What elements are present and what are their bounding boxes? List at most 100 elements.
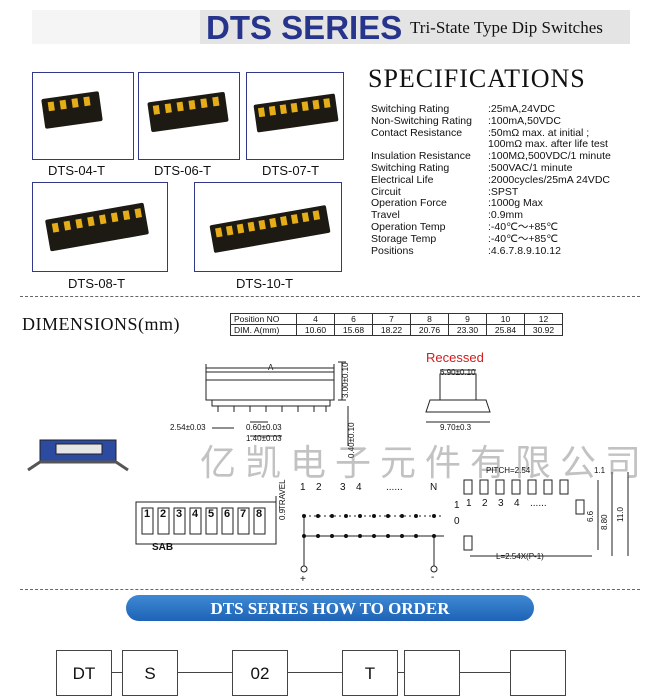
pitch-label: PITCH=2.54 xyxy=(486,466,531,475)
switch-number: 6 xyxy=(224,508,231,520)
table-row: Position NO 4 6 7 8 9 10 12 xyxy=(230,313,563,325)
recessed-label: Recessed xyxy=(426,350,484,365)
dimension-table: Position NO 4 6 7 8 9 10 12 DIM. A(mm) 1… xyxy=(230,313,563,336)
product-label-dts-04: DTS-04-T xyxy=(48,163,106,178)
dimension-drawing xyxy=(27,361,629,573)
spec-value: :100mA,50VDC xyxy=(488,114,561,127)
circuit-minus: - xyxy=(431,572,435,583)
spec-value: :2000cycles/25mA 24VDC xyxy=(488,173,610,186)
table-cell: 4 xyxy=(296,313,335,325)
pad-number: 4 xyxy=(514,498,520,509)
table-cell: 7 xyxy=(372,313,411,325)
spec-key: Travel xyxy=(371,209,400,222)
spec-value: :25mA,24VDC xyxy=(488,103,556,115)
header-left-band xyxy=(32,10,200,44)
table-cell: 23.30 xyxy=(448,324,487,336)
dim-lead-width-2: 1.40±0.03 xyxy=(246,434,282,443)
dim-recessed-top: 6.90±0.10 xyxy=(440,368,476,377)
order-connector xyxy=(288,672,342,673)
spec-value: :1000g Max xyxy=(488,197,543,210)
switch-number: 7 xyxy=(240,508,247,520)
pad-number: 1 xyxy=(466,498,472,509)
circuit-zero: 0 xyxy=(454,516,460,527)
how-to-order-title: DTS SERIES HOW TO ORDER xyxy=(210,599,450,618)
spec-value: :100MΩ,500VDC/1 minute xyxy=(488,150,611,163)
spec-key: Insulation Resistance xyxy=(371,150,471,163)
header-band xyxy=(200,10,630,44)
table-cell: 6 xyxy=(334,313,373,325)
series-subtitle: Tri-State Type Dip Switches xyxy=(410,18,603,37)
spec-value: :SPST xyxy=(488,185,519,198)
side-view-leads xyxy=(217,406,327,412)
circuit-number: 1 xyxy=(300,482,306,493)
spec-value: 100mΩ max. after life test xyxy=(488,138,608,151)
switch-number: 3 xyxy=(176,508,183,520)
spec-key: Non-Switching Rating xyxy=(371,114,472,127)
table-header-dim: DIM. A(mm) xyxy=(230,324,297,336)
switch-body xyxy=(44,202,150,252)
spec-key: Positions xyxy=(371,244,414,257)
switch-body xyxy=(147,91,229,133)
product-label-dts-06: DTS-06-T xyxy=(154,163,212,178)
circuit-diagram xyxy=(300,515,444,573)
travel-value: 0.9 xyxy=(278,508,287,520)
spec-value: :-40℃～+85℃ xyxy=(488,221,558,233)
watermark: 亿凯电子元件有限公司 xyxy=(200,443,651,484)
order-box-option-2 xyxy=(510,650,566,696)
order-box-prefix: DT xyxy=(56,650,112,696)
order-box-option-1 xyxy=(404,650,460,696)
dim-recessed-bottom: 9.70±0.3 xyxy=(440,423,472,432)
switch-body xyxy=(253,93,339,133)
spec-key: Switching Rating xyxy=(371,103,450,115)
pad-number: ...... xyxy=(530,498,547,509)
table-row: DIM. A(mm) 10.60 15.68 18.22 20.76 23.30… xyxy=(230,324,563,336)
table-cell: 12 xyxy=(524,313,563,325)
side-view-body xyxy=(205,371,335,401)
spec-value: :0.9mm xyxy=(488,209,524,222)
switch-body xyxy=(209,204,331,254)
table-cell: 30.92 xyxy=(524,324,563,336)
dim-880: 8.80 xyxy=(600,514,609,530)
order-connector xyxy=(110,672,122,673)
table-header-position: Position NO xyxy=(230,313,297,325)
length-formula: L=2.54X(P-1) xyxy=(496,552,544,561)
product-photo-dts-06 xyxy=(138,72,240,160)
table-cell: 20.76 xyxy=(410,324,449,336)
spec-value: :-40℃～+85℃ xyxy=(488,232,558,245)
spec-value: :50mΩ max. at initial ; xyxy=(488,126,590,139)
switch-body xyxy=(41,91,103,129)
dim-66: 6.6 xyxy=(586,510,595,522)
switch-number: 1 xyxy=(144,508,151,520)
product-photo-dts-10 xyxy=(194,182,342,272)
product-label-dts-10: DTS-10-T xyxy=(236,276,294,291)
table-cell: 18.22 xyxy=(372,324,411,336)
pad-size-label: 1.1 xyxy=(594,466,606,475)
order-box-positions: 02 xyxy=(232,650,288,696)
spec-key: Storage Temp xyxy=(371,232,437,245)
dim-pitch-tolerance: 2.54±0.03 xyxy=(170,423,206,432)
how-to-order-bar xyxy=(126,595,534,621)
switch-number: 5 xyxy=(208,508,215,520)
order-box-series: S xyxy=(122,650,178,696)
table-cell: 10 xyxy=(486,313,525,325)
spec-key: Circuit xyxy=(371,185,401,198)
switch-number: 2 xyxy=(160,508,167,520)
spec-key: Contact Resistance xyxy=(371,126,463,139)
product-photo-dts-07 xyxy=(246,72,344,160)
table-cell: 25.84 xyxy=(486,324,525,336)
order-box-type: T xyxy=(342,650,398,696)
pad-number: 2 xyxy=(482,498,488,509)
product-photo-dts-04 xyxy=(32,72,134,160)
circuit-number: N xyxy=(430,482,438,493)
specifications-title: SPECIFICATIONS xyxy=(368,64,586,93)
order-connector xyxy=(178,672,232,673)
circuit-plus: + xyxy=(300,574,306,585)
pad-layout xyxy=(463,472,629,557)
dimensions-title: DIMENSIONS(mm) xyxy=(22,314,180,334)
spec-key: Switching Rating xyxy=(371,162,450,174)
table-cell: 10.60 xyxy=(296,324,335,336)
circuit-number: 3 xyxy=(340,482,346,493)
product-photo-dts-08 xyxy=(32,182,168,272)
series-title: DTS SERIES xyxy=(206,9,403,46)
pad-number: 3 xyxy=(498,498,504,509)
